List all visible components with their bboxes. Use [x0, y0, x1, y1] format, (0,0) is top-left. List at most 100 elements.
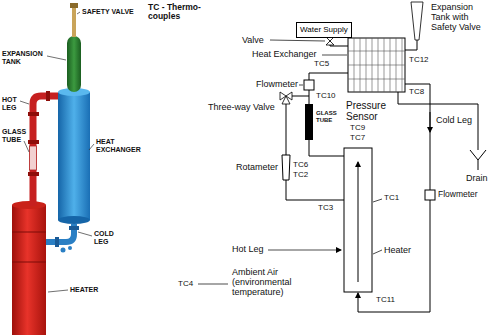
heat-exchanger-cylinder [58, 92, 90, 220]
cold-leg-pipe [68, 246, 72, 250]
thermocouple-label: TC9 [350, 124, 365, 133]
flowmeter-symbol [425, 190, 435, 200]
leader-line [78, 232, 92, 236]
part-label: EXPANSION TANK [2, 50, 54, 65]
drain-line [398, 92, 486, 170]
hot-leg-pipe [28, 91, 60, 206]
cold-leg-pipe [61, 248, 66, 253]
component-label: Ambient Air (environmental temperature) [232, 268, 302, 298]
leader-line [270, 40, 325, 41]
thermocouple-label: TC4 [178, 280, 193, 289]
hot-leg-pipe [28, 140, 39, 144]
thermocouple-label: TC2 [293, 171, 308, 180]
heater-column [12, 262, 46, 263]
component-label: Rotameter [236, 163, 278, 173]
bypass-line [292, 96, 309, 97]
heater-symbol [344, 148, 372, 292]
primary-loop [309, 73, 348, 156]
heater-symbol [358, 162, 359, 282]
bypass-line [286, 180, 344, 200]
expansion-tank [67, 36, 81, 92]
part-label: GLASS TUBE [2, 128, 29, 143]
component-label: Drain [466, 174, 488, 184]
thermocouple-label: TC11 [376, 296, 395, 305]
heat-exchanger-cylinder [58, 216, 90, 224]
component-label: Valve [242, 36, 264, 46]
leader-line [299, 85, 303, 86]
component-label: Flowmeter [438, 190, 478, 199]
thermocouple-label: TC10 [316, 92, 336, 101]
three-way-valve-symbol [280, 92, 292, 104]
thermocouple-label: TC5 [314, 60, 329, 69]
component-label: Flowmeter [256, 80, 298, 90]
cold-leg-pipe [55, 237, 59, 247]
part-label: HOT LEG [2, 96, 28, 111]
glass-tube-symbol [305, 104, 313, 140]
part-label: HEAT EXCHANGER [96, 138, 146, 153]
expansion-tank [67, 36, 81, 92]
component-label: Cold Leg [436, 116, 472, 126]
leader-line [47, 56, 66, 60]
hot-leg-pipe [46, 91, 50, 101]
heater-symbol [344, 148, 372, 292]
thermocouple-label: TC3 [318, 204, 333, 213]
leader-line [24, 141, 29, 152]
heat-exchanger-box [348, 38, 405, 92]
thermocouple-label: TC1 [384, 194, 399, 203]
expansion-tank-symbol [405, 2, 423, 50]
leader-line [20, 101, 29, 104]
hot-leg-pipe [28, 112, 39, 116]
part-label: HEATER [70, 286, 98, 294]
safety-valve [70, 3, 78, 37]
heat-exchanger-box [348, 38, 405, 92]
thermocouple-label: TC12 [409, 56, 429, 65]
rotameter-symbol [282, 155, 290, 180]
safety-valve [70, 3, 78, 8]
cold-leg-pipe [46, 224, 79, 253]
drain-line [470, 150, 486, 170]
box-text: Water Supply [300, 25, 348, 34]
part-label: SAFETY VALVE [82, 8, 134, 16]
leader-line [77, 12, 80, 14]
heat-exchanger-box [348, 38, 405, 92]
leader-line [48, 290, 68, 292]
expansion-tank-symbol [411, 2, 423, 40]
primary-loop [309, 73, 430, 312]
leader-line [268, 250, 341, 251]
leader-line [373, 250, 382, 254]
three-way-valve-symbol [282, 96, 290, 104]
thermocouple-label: TC6 [293, 161, 308, 170]
cold-leg-pipe [69, 226, 79, 230]
heater-column [12, 232, 46, 233]
valve-symbol [326, 37, 334, 45]
leader-line [322, 55, 347, 56]
primary-loop [430, 112, 431, 132]
heat-exchanger-cylinder [58, 88, 90, 224]
legend-note: TC - Thermo-couples [148, 3, 205, 22]
component-label: Expansion Tank with Safety Valve [431, 3, 485, 33]
leader-line [198, 284, 228, 285]
component-label: GLASS TUBE [316, 110, 341, 123]
hot-leg-pipe [28, 172, 39, 176]
heater-column [12, 201, 46, 209]
drain-line [398, 92, 478, 150]
valve-symbol [326, 41, 334, 45]
heater-column [12, 205, 46, 335]
leader-line [373, 199, 382, 202]
component-label: Three-way Valve [208, 103, 275, 113]
safety-valve [72, 6, 76, 37]
leader-line [198, 40, 382, 284]
component-label: Heat Exchanger [252, 50, 317, 60]
thermocouple-label: TC8 [409, 88, 424, 97]
bypass-line [286, 104, 287, 155]
supply-box: Water Supply [296, 22, 352, 38]
expansion-tank-symbol [405, 40, 417, 50]
flowmeter-symbol [304, 80, 314, 90]
hot-leg-pipe [30, 146, 37, 170]
rotameter-symbol [282, 155, 290, 180]
component-label: Hot Leg [232, 245, 264, 255]
heater-column [12, 201, 46, 335]
component-label: Pressure Sensor [346, 100, 392, 122]
part-label: COLD LEG [94, 230, 124, 245]
